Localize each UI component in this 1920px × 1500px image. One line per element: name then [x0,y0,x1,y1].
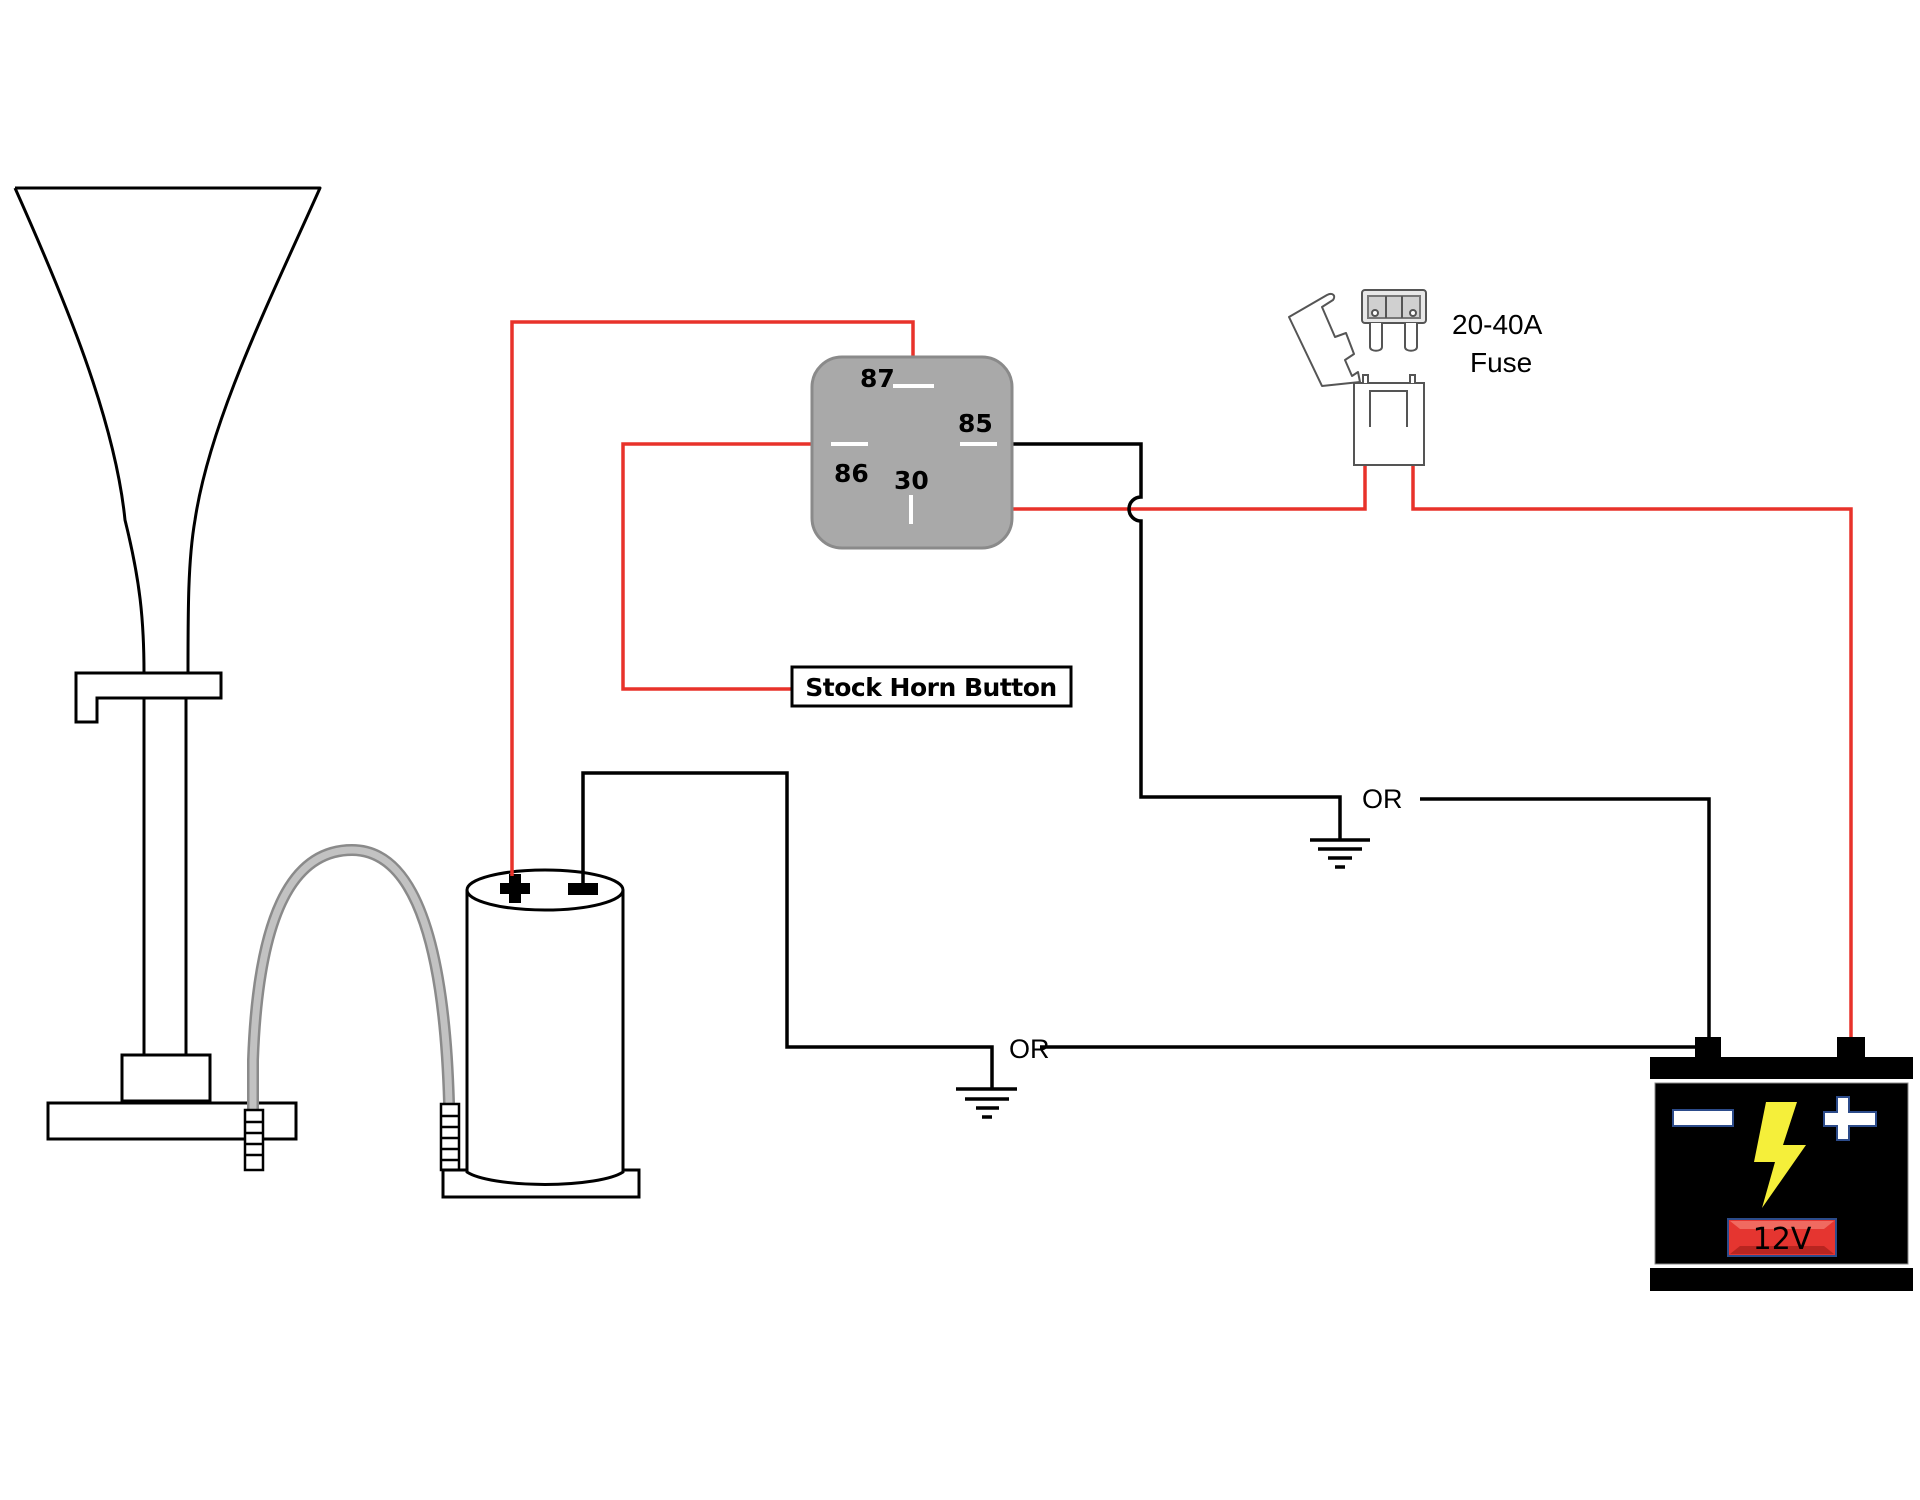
battery: 12V [1650,1037,1913,1291]
relay-body [810,355,1014,550]
or-label-relay-ground: OR [1362,784,1403,814]
relay-pin-85-label: 85 [958,409,993,438]
horn-bracket [74,671,223,724]
battery-bottom-band [1650,1268,1913,1291]
relay: 87 86 85 30 [810,355,1014,550]
ground-symbol-compressor [956,1087,1017,1119]
compressor [441,868,641,1199]
relay-pin-86-label: 86 [834,459,869,488]
wire-compressor-to-ground [581,771,994,1090]
compressor-negative-terminal-icon [568,883,598,895]
battery-negative-post [1695,1037,1721,1059]
horn-mount [120,1053,212,1103]
blade-fuse-icon [1361,289,1427,352]
fuse-holder-base-icon [1353,374,1425,466]
wires [510,320,1853,1090]
wire-30-to-fuse [913,465,1367,511]
battery-top-band [1650,1057,1913,1079]
hose-fitting-compressor [439,1102,461,1172]
wire-85-to-ground [997,442,1342,840]
compressor-positive-terminal-icon [500,874,530,903]
battery-voltage-label: 12V [1753,1222,1812,1257]
stock-horn-button: Stock Horn Button [790,665,1073,708]
or-label-compressor-ground: OR [1009,1034,1050,1064]
wire-fuse-to-battery-positive [1411,465,1853,1040]
air-hose [243,843,461,1172]
relay-pin-30-label: 30 [894,466,929,495]
fuse [1288,289,1427,466]
wire-86-to-horn-button [621,442,829,691]
compressor-top [465,868,625,912]
battery-voltage-badge: 12V [1727,1218,1837,1257]
lightning-bolt-icon [1754,1102,1806,1208]
horn-button-box [790,665,1073,708]
horn-bell [13,186,322,674]
relay-pin-87-label: 87 [860,364,895,393]
ground-symbol-relay [1310,838,1370,869]
hose-tube [247,843,455,1110]
hose-fitting-horn [243,1108,265,1172]
relay-pins [831,384,997,524]
battery-positive-post [1837,1037,1865,1059]
air-horn [13,186,322,1141]
fuse-holder-lid-icon [1288,292,1361,387]
battery-positive-icon [1823,1096,1877,1141]
horn-button-label: Stock Horn Button [805,673,1056,702]
compressor-body [465,890,625,1186]
wire-85-or-battery-negative [1420,797,1711,1040]
battery-negative-icon [1672,1109,1734,1127]
wire-87-to-compressor [510,320,915,876]
fuse-label: Fuse [1470,347,1532,378]
fuse-rating-label: 20-40A [1452,309,1543,340]
